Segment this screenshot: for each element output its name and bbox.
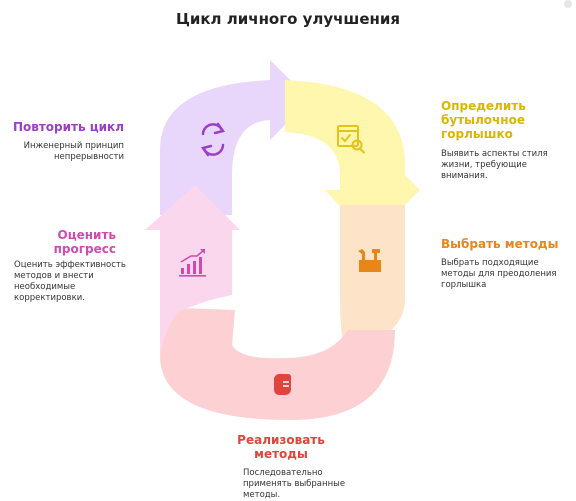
step-repeat-title: Повторить цикл [12, 120, 124, 134]
bar-chart-icon [179, 249, 206, 277]
segment-evaluate [145, 185, 240, 360]
hand-icon [274, 373, 291, 395]
segment-choose [340, 205, 405, 355]
browser-search-icon [337, 125, 365, 154]
step-evaluate-desc: Оценить эффективность методов и внести н… [14, 260, 126, 303]
step-implement-title: Реализовать методы [237, 433, 325, 461]
step-evaluate-title: Оценить прогресс [53, 228, 116, 256]
segment-implement [160, 308, 395, 420]
segment-identify [285, 80, 420, 240]
refresh-icon [200, 122, 226, 157]
step-identify-title: Определить бутылочное горлышко [441, 99, 526, 141]
step-choose-title: Выбрать методы [441, 237, 559, 251]
step-identify-desc: Выявить аспекты стиля жизни, требующие в… [441, 149, 548, 181]
corner-button[interactable] [564, 0, 572, 8]
step-choose-desc: Выбрать подходящие методы для преодолени… [441, 258, 557, 290]
tools-icon [358, 249, 381, 272]
page-title: Цикл личного улучшения [175, 10, 401, 28]
step-repeat-desc: Инженерный принцип непрерывности [23, 141, 124, 162]
segment-repeat [160, 60, 310, 215]
step-implement-desc: Последовательно применять выбранные мето… [243, 468, 346, 500]
